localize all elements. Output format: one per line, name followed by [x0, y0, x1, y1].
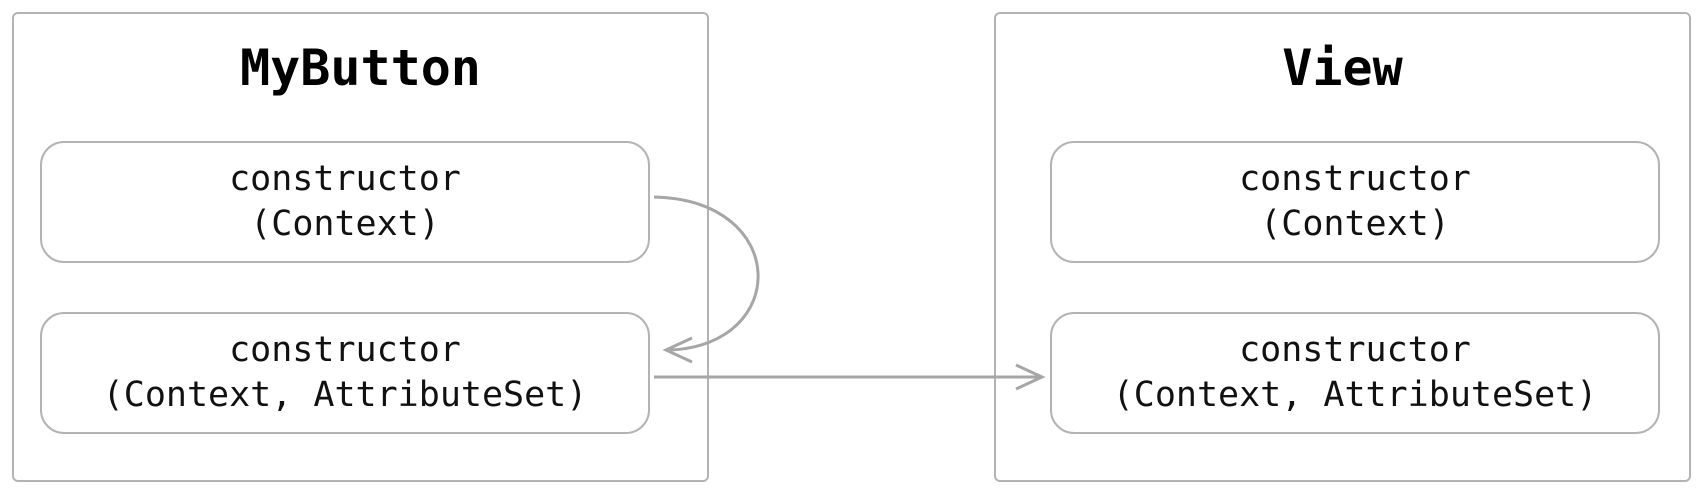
mybutton-constructor-context-attributeset: constructor (Context, AttributeSet)	[40, 312, 650, 434]
view-class-title: View	[1282, 39, 1403, 97]
method-name: constructor	[1239, 330, 1471, 370]
method-name: constructor	[229, 159, 461, 199]
mybutton-class-title: MyButton	[240, 39, 481, 97]
method-params: (Context)	[250, 204, 440, 244]
mybutton-constructor-context: constructor (Context)	[40, 141, 650, 263]
method-params: (Context)	[1260, 204, 1450, 244]
mybutton-class-box: MyButton constructor (Context) construct…	[12, 12, 709, 482]
method-params: (Context, AttributeSet)	[1112, 375, 1598, 415]
method-params: (Context, AttributeSet)	[102, 375, 588, 415]
view-class-box: View constructor (Context) constructor (…	[994, 12, 1691, 482]
view-constructor-context: constructor (Context)	[1050, 141, 1660, 263]
method-name: constructor	[229, 330, 461, 370]
method-name: constructor	[1239, 159, 1471, 199]
view-constructor-context-attributeset: constructor (Context, AttributeSet)	[1050, 312, 1660, 434]
